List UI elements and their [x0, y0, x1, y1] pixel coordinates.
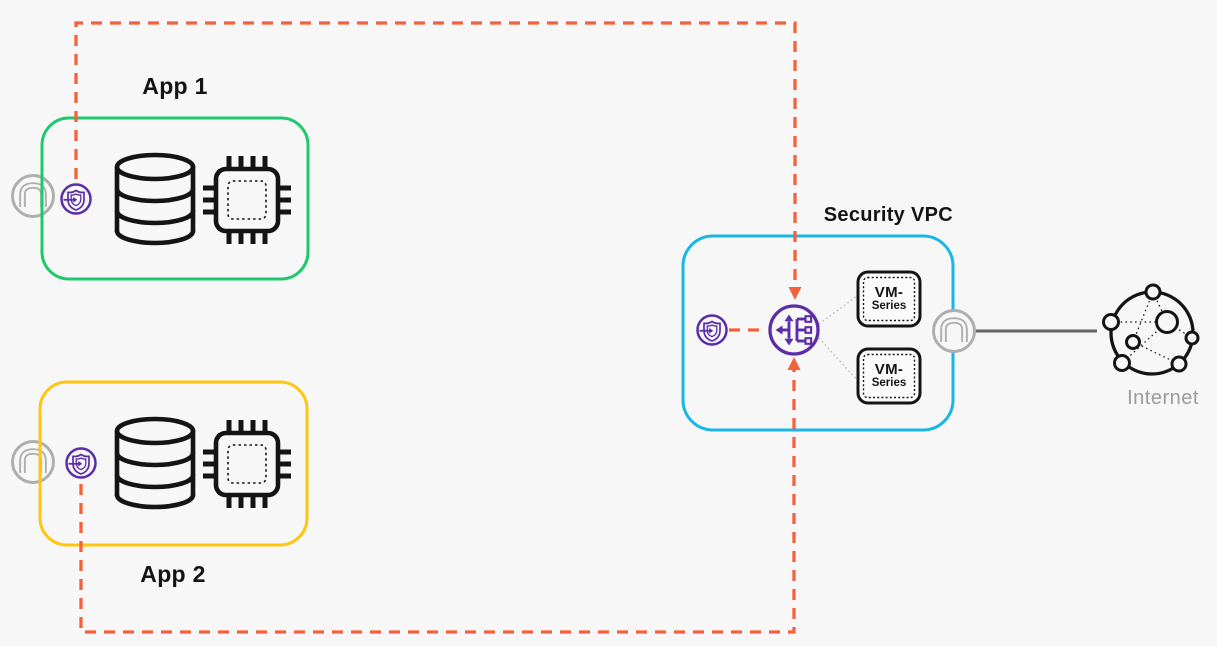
arrowhead-up: [787, 357, 801, 370]
vmseries-label-2: VM- Series: [858, 349, 920, 403]
vmseries-box-2: [856, 347, 922, 405]
security-vpc-label: Security VPC: [823, 204, 953, 226]
app2-database-icon: [117, 419, 193, 507]
vmseries-1-line1: VM-: [874, 284, 904, 302]
arrowhead-down: [788, 287, 802, 300]
app1-firewall-shield-icon: [60, 183, 92, 215]
app2-label: App 2: [140, 561, 206, 587]
vmseries-2-line1: VM-: [874, 361, 904, 379]
secvpc-endpoint-icon: [934, 311, 975, 352]
gwlb-to-vmseries-links: [818, 295, 858, 381]
gateway-load-balancer-icon: [768, 304, 820, 356]
app2-firewall-shield-icon: [65, 447, 97, 479]
vmseries-box-1: [856, 270, 922, 328]
internet-globe-icon: [1102, 283, 1200, 376]
traffic-path-app1: [74, 21, 797, 287]
vmseries-1-line2: Series: [871, 300, 907, 313]
traffic-path-app2: [79, 370, 796, 634]
internet-label: Internet: [1127, 387, 1199, 409]
app1-database-icon: [117, 155, 193, 243]
app1-vpc-box: [40, 116, 310, 281]
app2-endpoint-icon: [13, 442, 54, 483]
app2-vpc-box: [38, 380, 309, 547]
app1-chip-icon: [203, 156, 291, 244]
vmseries-2-line2: Series: [871, 377, 907, 390]
vmseries-label-1: VM- Series: [858, 272, 920, 326]
secvpc-firewall-shield-icon: [696, 314, 728, 346]
app1-endpoint-icon: [13, 176, 54, 217]
app2-chip-icon: [203, 420, 291, 508]
app1-label: App 1: [142, 73, 208, 99]
